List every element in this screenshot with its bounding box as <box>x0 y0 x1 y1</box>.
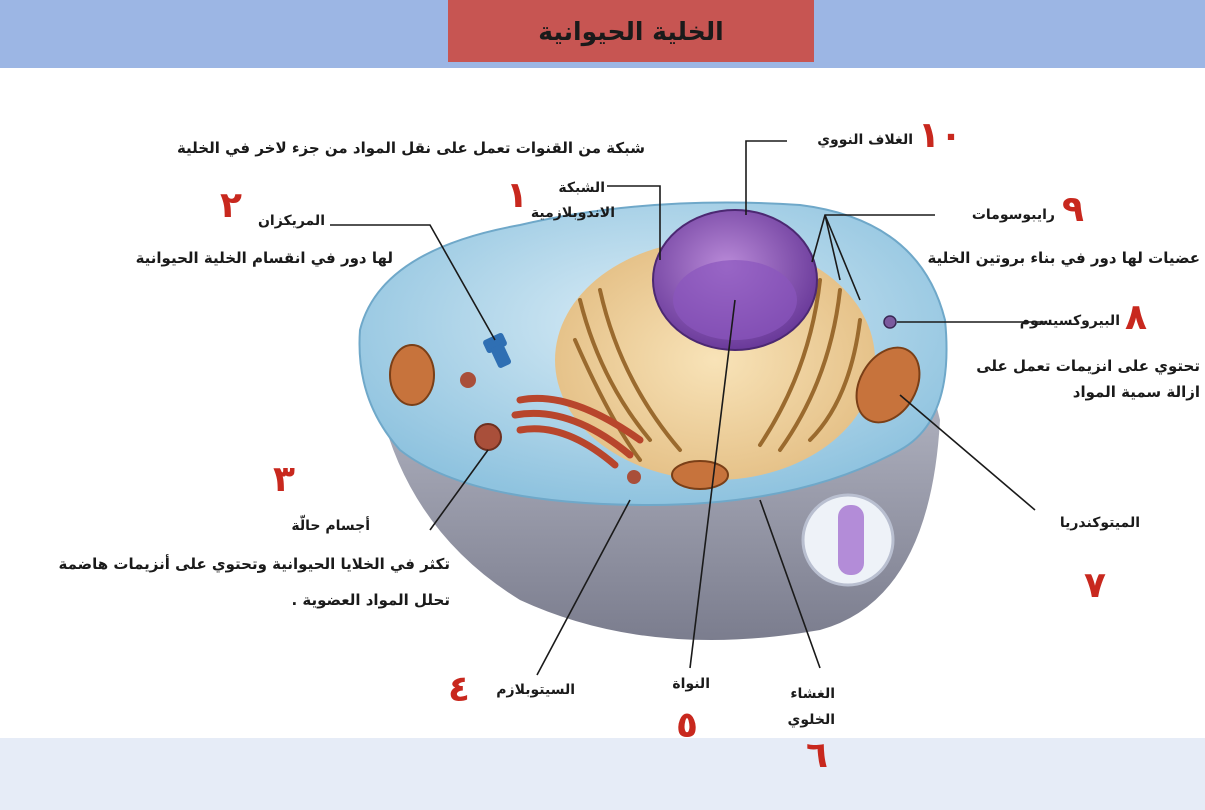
label-ribosomes: رايبوسومات <box>955 207 1055 223</box>
peroxisome-shape <box>884 316 896 328</box>
number-6: ٦ <box>806 738 828 774</box>
description-centriole: لها دور في انقسام الخلية الحيوانية <box>108 250 393 267</box>
number-4: ٤ <box>448 672 470 708</box>
description-lysosomes-line2: تحلل المواد العضوية . <box>230 592 450 609</box>
label-peroxisome: البيروكسيسوم <box>1045 313 1120 329</box>
description-peroxisome-line1: تحتوي على انزيمات تعمل على <box>960 358 1200 375</box>
label-mitochondria: الميتوكندريا <box>1030 515 1140 531</box>
lysosome-shape <box>475 424 501 450</box>
label-nuclear-envelope: الغلاف النووي <box>795 132 913 148</box>
label-er-line2: الاندوبلازمية <box>520 205 615 221</box>
description-lysosomes-line1: تكثر في الخلايا الحيوانية وتحتوي على أنز… <box>10 556 450 573</box>
label-cytoplasm: السيتوبلازم <box>470 682 575 698</box>
number-5: ٥ <box>676 708 698 744</box>
mitochondrion-left <box>390 345 434 405</box>
number-8: ٨ <box>1125 300 1147 336</box>
label-nucleus: النواة <box>660 676 710 692</box>
number-3: ٣ <box>273 462 295 498</box>
label-cell-membrane-line2: الخلوي <box>775 712 835 728</box>
description-peroxisome-line2: ازالة سمية المواد <box>1000 384 1200 401</box>
label-centriole: المريكزان <box>250 213 325 229</box>
number-9: ٩ <box>1062 192 1084 228</box>
mitochondrion-bottom <box>672 461 728 489</box>
number-7: ٧ <box>1084 568 1106 604</box>
number-10: ١٠ <box>918 118 962 154</box>
label-cell-membrane-line1: الغشاء <box>775 686 835 702</box>
label-er-line1: الشبكة <box>530 180 605 196</box>
label-lysosomes: أجسام حالّة <box>290 518 370 534</box>
description-ribosomes: عضيات لها دور في بناء بروتين الخلية <box>900 250 1200 267</box>
number-2: ٢ <box>220 188 242 224</box>
description-endoplasmic-reticulum: شبكة من القنوات تعمل على نقل المواد من ج… <box>110 140 645 157</box>
